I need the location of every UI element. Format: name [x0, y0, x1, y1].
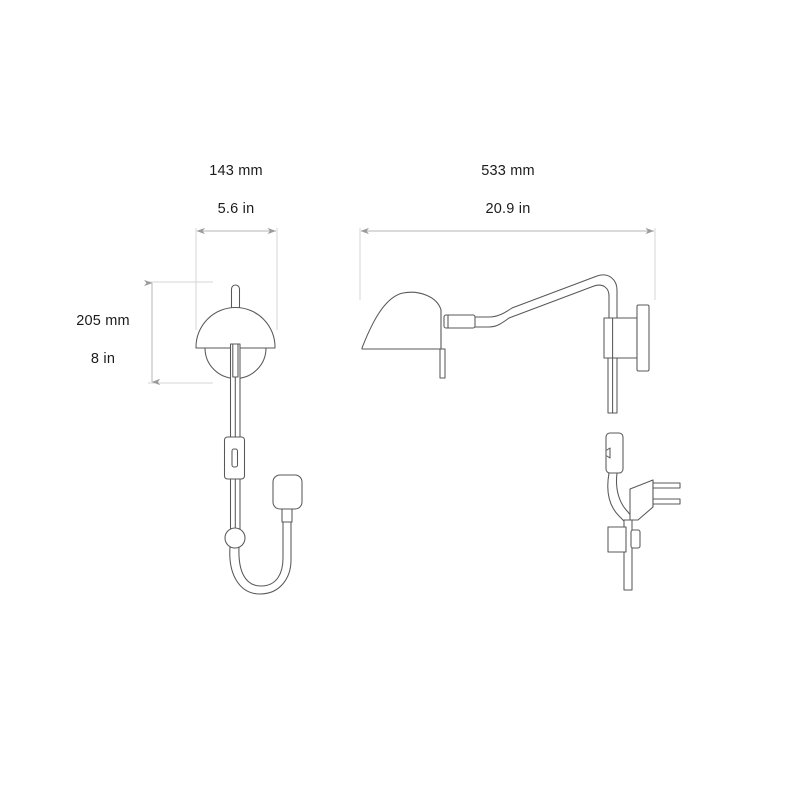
- socket-sleeve: [232, 343, 239, 378]
- dome-shade: [195, 306, 276, 349]
- inline-switch-side: [605, 432, 624, 474]
- bulb-stem: [439, 348, 446, 379]
- cord-tail: [623, 519, 633, 591]
- front-height-dimension: [144, 279, 213, 386]
- inline-switch-side-rocker: [606, 447, 611, 459]
- uk-plug-body: [629, 479, 654, 521]
- cord-grommet: [224, 527, 246, 549]
- swan-neck-arm-upper: [474, 274, 618, 321]
- side-projection-dimension: [359, 227, 656, 300]
- front-width-imperial-label: 5.6 in: [218, 201, 255, 217]
- plug-neck: [281, 507, 293, 523]
- front-width-dimension: [195, 227, 278, 330]
- front-height-imperial-label: 8 in: [91, 351, 115, 367]
- uk-plug-pin-bottom: [652, 498, 681, 505]
- plug-cord-inner: [616, 472, 633, 518]
- front-view-group: 143 mm 5.6 in 205 mm 8 in: [76, 163, 303, 595]
- shade-swivel-joint: [443, 314, 476, 329]
- front-width-metric-label: 143 mm: [209, 163, 263, 179]
- wall-plate: [636, 304, 650, 372]
- front-height-metric-label: 205 mm: [76, 313, 130, 329]
- side-projection-imperial-label: 20.9 in: [486, 201, 531, 217]
- uk-plug-pin-top: [652, 482, 681, 489]
- wall-bracket: [603, 317, 638, 359]
- power-cord-inner: [238, 519, 284, 587]
- top-finial: [230, 284, 241, 310]
- side-view-group: 533 mm 20.9 in: [359, 163, 681, 591]
- plug-cord-outer: [607, 472, 625, 522]
- swan-neck-arm-lower: [474, 284, 610, 328]
- inline-switch-rocker: [231, 448, 239, 468]
- plug-body: [272, 474, 303, 510]
- cord-clip-tab: [630, 529, 641, 549]
- power-cord-outer: [229, 519, 292, 595]
- cord-clip: [607, 526, 627, 553]
- dome-shade-side: [361, 291, 442, 350]
- side-projection-metric-label: 533 mm: [481, 163, 535, 179]
